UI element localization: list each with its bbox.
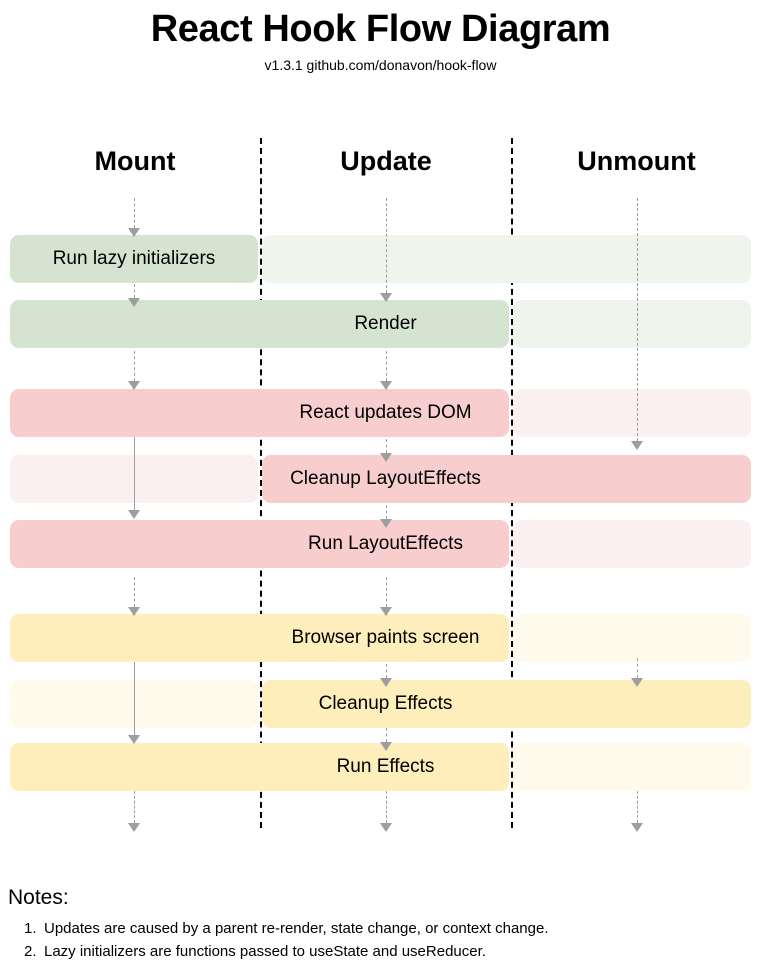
- arrow-stem: [637, 791, 638, 823]
- flow-band-mount-update-active: [10, 389, 509, 437]
- flow-band-unmount-inactive: [513, 520, 751, 568]
- flow-band-update-unmount-active: [262, 455, 751, 503]
- update-arrow-to-run-layout: [380, 505, 393, 528]
- arrow-stem: [637, 658, 638, 678]
- note-text: Lazy initializers are functions passed t…: [44, 943, 486, 960]
- arrow-head-icon: [380, 678, 392, 687]
- arrow-stem: [134, 351, 135, 381]
- update-arrow-to-render: [380, 198, 393, 302]
- flow-row-label: Run LayoutEffects: [308, 533, 463, 554]
- flow-band-unmount-inactive: [513, 614, 751, 662]
- flow-band-mount-active: [10, 235, 258, 283]
- note-text: Updates are caused by a parent re-render…: [44, 920, 549, 937]
- mount-arrow-skip-cleanup-layout: [128, 437, 141, 519]
- arrow-stem: [386, 439, 387, 453]
- flow-band-unmount-inactive: [513, 389, 751, 437]
- flow-band-update-unmount-inactive: [262, 235, 751, 283]
- arrow-head-icon: [128, 607, 140, 616]
- column-header-unmount: Unmount: [577, 146, 696, 176]
- flow-row-label: Run Effects: [336, 756, 435, 777]
- flow-row: Run Effects: [0, 743, 761, 791]
- arrow-head-icon: [380, 742, 392, 751]
- arrow-stem: [386, 505, 387, 519]
- arrow-head-icon: [128, 823, 140, 832]
- note-number: 2.: [24, 943, 37, 960]
- flow-band-update-unmount-active: [262, 680, 751, 728]
- arrow-stem: [134, 791, 135, 823]
- update-arrow-to-react-updates-dom: [380, 351, 393, 390]
- column-header-update: Update: [340, 146, 432, 176]
- mount-arrow-to-render: [128, 284, 141, 307]
- flow-row-label: Cleanup Effects: [318, 693, 453, 714]
- arrow-head-icon: [128, 228, 140, 237]
- arrow-head-icon: [128, 298, 140, 307]
- arrow-head-icon: [631, 441, 643, 450]
- arrow-head-icon: [631, 823, 643, 832]
- unmount-arrow-to-cleanup-effects: [631, 658, 644, 687]
- mount-arrow-bottom: [128, 791, 141, 832]
- mount-arrow-to-react-updates-dom: [128, 351, 141, 390]
- column-header-mount: Mount: [94, 146, 176, 176]
- arrow-stem: [134, 662, 135, 735]
- flow-row: React updates DOM: [0, 389, 761, 437]
- update-arrow-bottom: [380, 791, 393, 832]
- flow-row: Run LayoutEffects: [0, 520, 761, 568]
- mount-arrow-to-browser-paints: [128, 577, 141, 616]
- arrow-head-icon: [380, 381, 392, 390]
- update-arrow-to-cleanup-effects: [380, 664, 393, 687]
- notes-list: 1. Updates are caused by a parent re-rend…: [24, 917, 744, 963]
- arrow-head-icon: [380, 823, 392, 832]
- mount-arrow-to-lazy-init: [128, 198, 141, 237]
- flow-row-label: Run lazy initializers: [52, 248, 216, 269]
- update-arrow-to-run-effects: [380, 728, 393, 751]
- arrow-head-icon: [128, 381, 140, 390]
- update-arrow-to-browser-paints: [380, 577, 393, 616]
- flow-band-mount-update-active: [10, 743, 509, 791]
- note-item: 1. Updates are caused by a parent re-rend…: [24, 917, 744, 940]
- arrow-stem: [637, 198, 638, 441]
- page-title: React Hook Flow Diagram: [150, 8, 611, 50]
- arrow-stem: [386, 728, 387, 742]
- mount-arrow-skip-cleanup-effects: [128, 662, 141, 744]
- column-divider-mount-update: [260, 138, 262, 828]
- flow-band-unmount-inactive: [513, 743, 751, 791]
- flow-row-label: Render: [354, 313, 417, 334]
- flow-band-mount-update-active: [10, 614, 509, 662]
- note-number: 1.: [24, 920, 37, 937]
- arrow-stem: [386, 664, 387, 678]
- flow-row: Cleanup Effects: [0, 680, 761, 728]
- flow-row: Browser paints screen: [0, 614, 761, 662]
- arrow-stem: [134, 577, 135, 607]
- arrow-stem: [134, 284, 135, 298]
- flow-row-label: Cleanup LayoutEffects: [290, 468, 481, 489]
- flow-band-unmount-inactive: [513, 300, 751, 348]
- flow-row: Run lazy initializers: [0, 235, 761, 283]
- flow-band-mount-update-active: [10, 300, 509, 348]
- arrow-stem: [386, 198, 387, 293]
- arrow-head-icon: [380, 293, 392, 302]
- flow-row-label: React updates DOM: [299, 402, 472, 423]
- flow-row: Render: [0, 300, 761, 348]
- arrow-head-icon: [380, 607, 392, 616]
- arrow-stem: [134, 198, 135, 228]
- arrow-head-icon: [128, 510, 140, 519]
- arrow-head-icon: [128, 735, 140, 744]
- unmount-arrow-bottom: [631, 791, 644, 832]
- arrow-stem: [386, 791, 387, 823]
- note-item: 2. Lazy initializers are functions passed…: [24, 940, 744, 963]
- arrow-head-icon: [380, 453, 392, 462]
- arrow-stem: [386, 351, 387, 381]
- arrow-head-icon: [631, 678, 643, 687]
- update-arrow-to-cleanup-layout: [380, 439, 393, 462]
- unmount-arrow-to-cleanup-layout: [631, 198, 644, 450]
- notes-heading: Notes:: [8, 886, 69, 909]
- arrow-head-icon: [380, 519, 392, 528]
- flow-row: Cleanup LayoutEffects: [0, 455, 761, 503]
- arrow-stem: [134, 437, 135, 510]
- arrow-stem: [386, 577, 387, 607]
- page-subtitle: v1.3.1 github.com/donavon/hook-flow: [264, 57, 497, 73]
- flow-band-mount-update-active: [10, 520, 509, 568]
- flow-row-label: Browser paints screen: [291, 627, 480, 648]
